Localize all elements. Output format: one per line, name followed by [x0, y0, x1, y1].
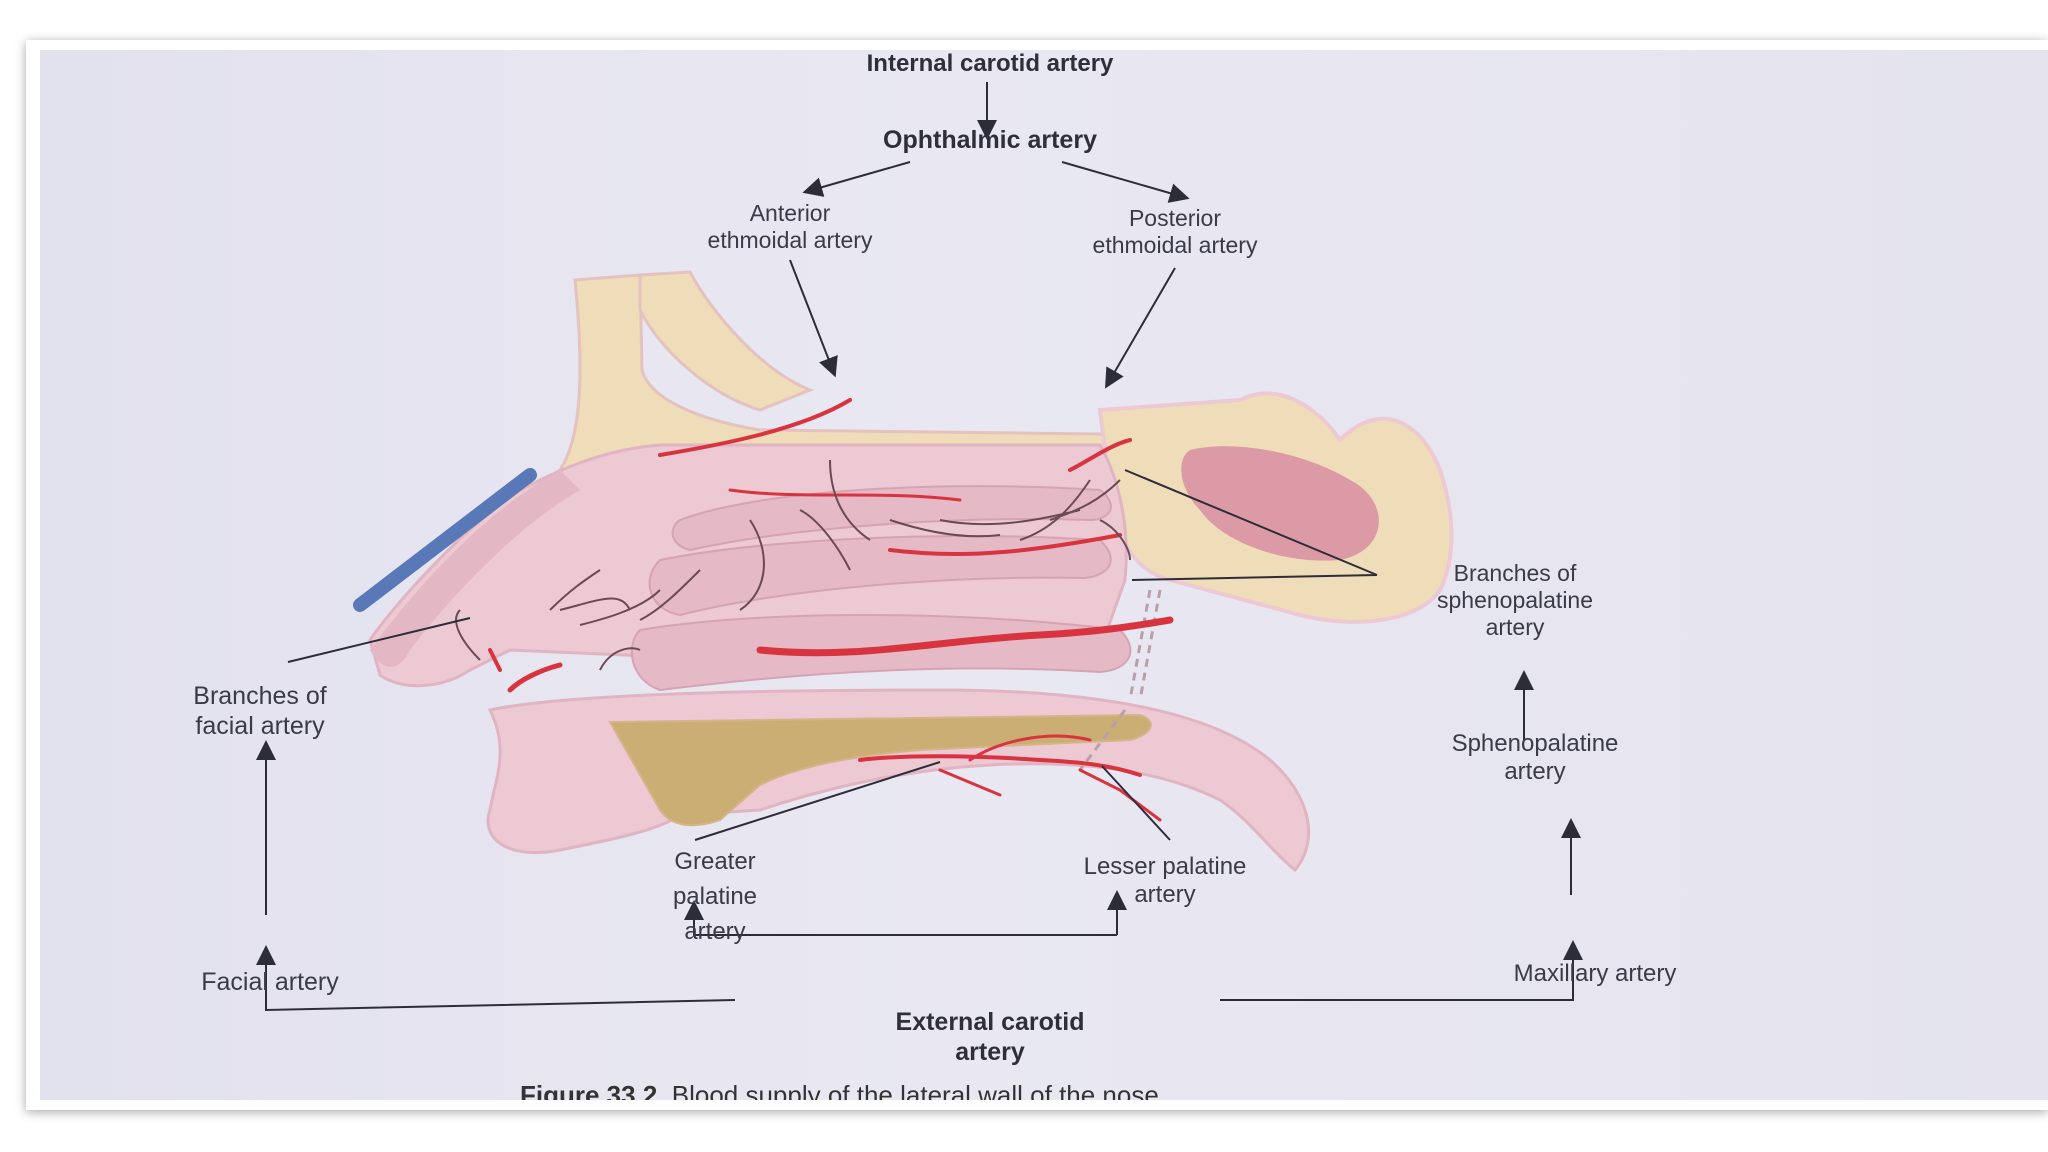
label-line: Anterior: [749, 200, 831, 226]
sphenoid-sinus: [1181, 446, 1379, 561]
label-ophthalmic-artery: Ophthalmic artery: [815, 126, 1165, 156]
label-line: palatine: [672, 882, 758, 910]
arrow-lines: [256, 82, 1583, 1012]
palatine-bone: [608, 713, 1152, 827]
label-maxillary-artery: Maxillary artery: [1470, 960, 1720, 988]
label-line: artery: [1134, 881, 1196, 909]
label-lesser-palatine-artery: Lesser palatine artery: [1025, 853, 1305, 910]
label-branches-of-sphenopalatine-artery: Branches of sphenopalatine artery: [1380, 560, 1650, 641]
label-line: Posterior: [1128, 205, 1222, 231]
label-line: artery: [1485, 614, 1545, 641]
label-sphenopalatine-artery: Sphenopalatine artery: [1410, 730, 1660, 787]
label-text: Maxillary artery: [1513, 960, 1677, 987]
label-line: artery: [684, 917, 746, 945]
label-anterior-ethmoidal-artery: Anterior ethmoidal artery: [660, 200, 920, 254]
arteries: [488, 398, 1174, 822]
label-line: sphenopalatine: [1436, 587, 1594, 614]
external-nose-skin: [370, 470, 580, 667]
label-line: ethmoidal artery: [707, 227, 873, 254]
label-branches-of-facial-artery: Branches of facial artery: [140, 682, 380, 741]
label-line: Lesser palatine: [1083, 853, 1247, 880]
label-line: Branches of: [193, 682, 327, 710]
sphenopalatine-canal: [1078, 589, 1162, 771]
label-line: facial artery: [195, 711, 325, 740]
figure-page: Internal carotid artery Ophthalmic arter…: [40, 50, 2048, 1100]
label-text: Internal carotid artery: [866, 50, 1114, 77]
label-line: Branches of: [1453, 560, 1577, 586]
label-text: Facial artery: [201, 968, 339, 996]
dorsal-nasal-vein: [353, 468, 537, 612]
label-line: artery: [955, 1037, 1025, 1066]
label-internal-carotid-artery: Internal carotid artery: [805, 50, 1175, 78]
label-line: Greater: [674, 848, 756, 875]
label-greater-palatine-artery: Greater palatine artery: [630, 845, 800, 949]
fine-vessels: [455, 459, 1131, 671]
superior-turbinate: [671, 485, 1112, 552]
middle-turbinate: [648, 535, 1112, 617]
label-external-carotid-artery: External carotid artery: [830, 1008, 1150, 1067]
nose-anatomy-diagram: [256, 82, 1583, 1012]
label-posterior-ethmoidal-artery: Posterior ethmoidal artery: [1040, 205, 1310, 259]
caption-text: Blood supply of the lateral wall of the …: [671, 1080, 1167, 1100]
label-line: External carotid: [895, 1008, 1085, 1036]
palate: [486, 688, 1311, 873]
label-line: ethmoidal artery: [1092, 232, 1258, 259]
label-line: artery: [1504, 758, 1566, 786]
label-text: Ophthalmic artery: [883, 126, 1097, 154]
figure-caption: Figure 33.2. Blood supply of the lateral…: [520, 1080, 1166, 1100]
label-facial-artery: Facial artery: [150, 968, 390, 998]
label-line: Sphenopalatine: [1451, 730, 1619, 757]
caption-number: Figure 33.2.: [520, 1080, 665, 1100]
frontal-sinus: [638, 270, 815, 412]
